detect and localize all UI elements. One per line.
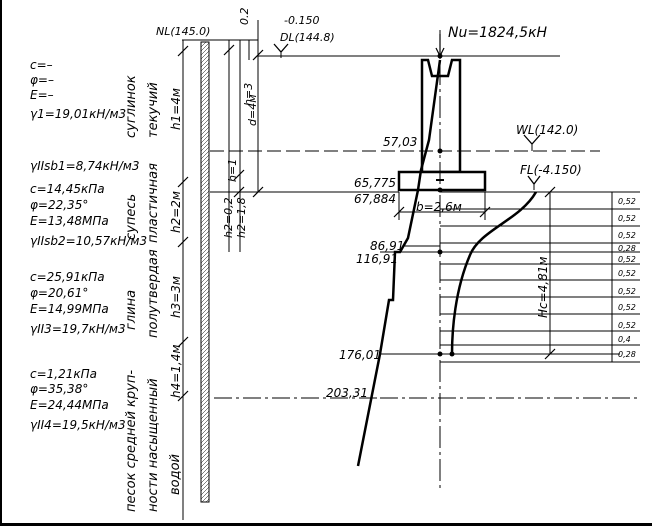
- stress-curve-zp: [449, 191, 538, 357]
- frame-left-border: [0, 0, 2, 526]
- stress-label-7: 203,31: [326, 386, 368, 400]
- layer-2-prop-5: γIIsb2=10,57кН/м3: [30, 234, 147, 248]
- layer-4-prop-3: E=24,44МПа: [30, 398, 109, 412]
- layer-4-prop-2: φ=35,38°: [30, 382, 88, 396]
- layer-3-prop-1: c=25,91кПа: [30, 270, 105, 284]
- fl-label: FL(-4.150): [520, 163, 582, 177]
- layer-2-prop-4: E=13,48МПа: [30, 214, 109, 228]
- foundation-body: [397, 58, 487, 192]
- soil-column: [200, 41, 210, 503]
- layer-1-thickness: h1=4м: [169, 88, 183, 130]
- sublayer-label-5: 0,52: [618, 255, 636, 264]
- layer-3-prop-4: γII3=19,7кН/м3: [30, 322, 126, 336]
- sublayer-label-4: 0,28: [618, 244, 636, 253]
- load-arrow: [435, 34, 445, 58]
- layer-3-prop-3: E=14,99МПа: [30, 302, 109, 316]
- dl-marker: [273, 43, 289, 58]
- depth-label: d=4м: [246, 95, 259, 127]
- sublayer-lines: [440, 191, 640, 363]
- layer-4-name-line-1: песок средней круп-: [124, 370, 139, 512]
- layer-4-prop-1: c=1,21кПа: [30, 367, 97, 381]
- stress-label-3: 67,884: [354, 192, 396, 206]
- layer-3-thickness: h3=3м: [169, 276, 183, 318]
- layer-4-name-line-2: ности насыщенный: [146, 378, 161, 512]
- fl-marker: [527, 175, 541, 190]
- layer-1-prop-1: c=–: [30, 58, 53, 72]
- h2a-label: h2=0,2: [222, 197, 235, 238]
- stress-label-1: 57,03: [383, 135, 417, 149]
- layer-2-prop-3: φ=22,35°: [30, 198, 88, 212]
- footing-width-label: b=2,6м: [416, 200, 462, 214]
- layer-2-thickness: h2=2м: [169, 191, 183, 233]
- dl-label: DL(144.8): [280, 31, 335, 44]
- sublayer-label-11: 0,28: [618, 350, 636, 359]
- layer-1-prop-3: E=–: [30, 88, 54, 102]
- layer-3-name-line-1: глина: [124, 290, 139, 330]
- stress-label-2: 65,775: [354, 176, 396, 190]
- layer-2-prop-2: c=14,45кПа: [30, 182, 105, 196]
- sublayer-label-1: 0,52: [618, 197, 636, 206]
- sublayer-label-6: 0,52: [618, 269, 636, 278]
- level-lines: [210, 191, 640, 399]
- layer-4-name-line-3: водой: [168, 454, 183, 495]
- layer-1-name-line-1: суглинок: [124, 75, 139, 138]
- stress-curve-zg: [356, 59, 443, 467]
- sublayer-label-9: 0,52: [618, 321, 636, 330]
- sublayer-label-3: 0,52: [618, 231, 636, 240]
- layer-1-prop-4: γ1=19,01кН/м3: [30, 107, 126, 121]
- layer-1-prop-2: φ=–: [30, 73, 54, 87]
- hc-dimension: [544, 186, 556, 360]
- layer-2-name-line-1: супесь: [124, 194, 139, 240]
- dl-offset-label: -0.150: [284, 14, 319, 27]
- load-label: Nu=1824,5кН: [448, 25, 548, 41]
- top-dimension-label: 0.2: [238, 8, 251, 26]
- wl-label: WL(142.0): [516, 123, 578, 137]
- layer-2-prop-1: γIIsb1=8,74кН/м3: [30, 159, 139, 173]
- hc-label: Hс=4,81м: [536, 257, 550, 318]
- layer-2-name-line-2: пластичная: [146, 163, 161, 243]
- h2b-label: h2=1,8: [235, 197, 248, 238]
- layer-4-prop-4: γII4=19,5кН/м3: [30, 418, 126, 432]
- layer-4-thickness: h4=1,4м: [169, 345, 183, 398]
- h-found-label: h=1: [226, 159, 239, 182]
- layer-1-name-line-2: текучий: [146, 82, 161, 138]
- sublayer-label-8: 0,52: [618, 303, 636, 312]
- ground-line: [182, 39, 560, 57]
- frame-bottom-border: [0, 523, 652, 526]
- nl-label: NL(145.0): [156, 25, 210, 38]
- layer-thickness-dimension: [177, 40, 189, 520]
- level-dots: [437, 53, 443, 59]
- stress-label-5: 116,91: [356, 252, 398, 266]
- layer-3-prop-2: φ=20,61°: [30, 286, 88, 300]
- sublayer-label-10: 0,4: [618, 335, 631, 344]
- water-level-line: [210, 134, 600, 152]
- sublayer-label-7: 0,52: [618, 287, 636, 296]
- h-layer-label: h=3: [242, 83, 255, 106]
- stress-label-6: 176,01: [339, 348, 381, 362]
- layer-3-name-line-2: полутвердая: [146, 249, 161, 338]
- sublayer-label-2: 0,52: [618, 214, 636, 223]
- stress-label-4: 86,91: [370, 239, 404, 253]
